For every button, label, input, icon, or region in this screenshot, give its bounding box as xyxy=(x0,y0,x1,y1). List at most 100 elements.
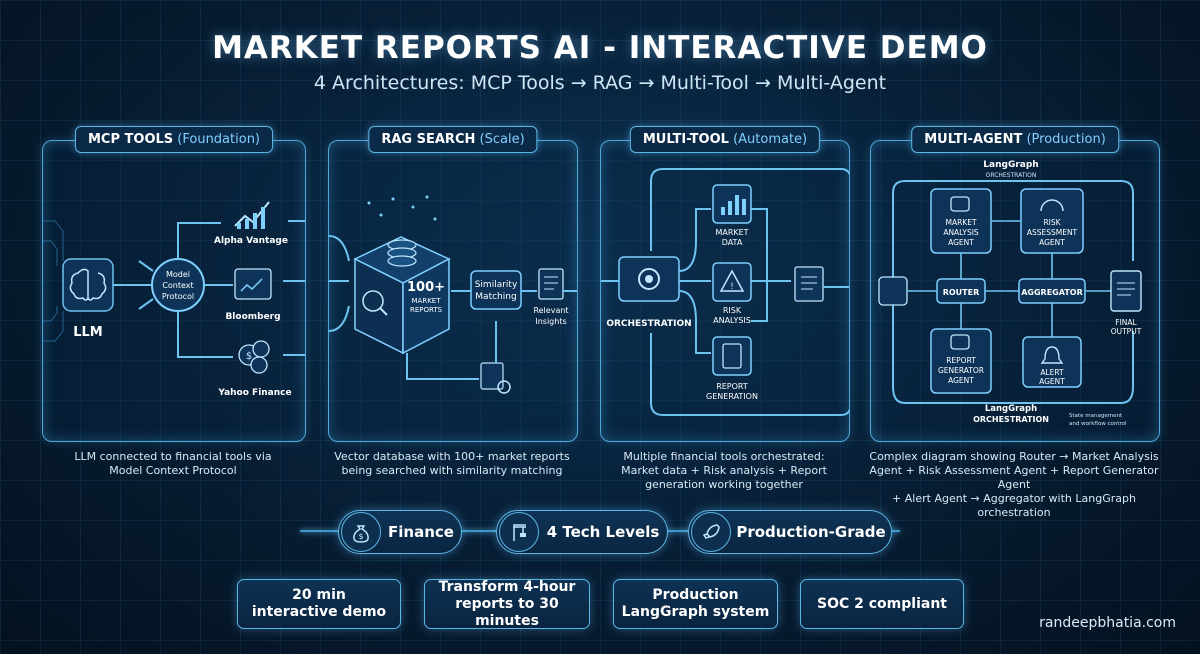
market-agent-1: MARKET xyxy=(945,218,976,227)
svg-text:!: ! xyxy=(730,282,734,292)
rocket-icon xyxy=(691,512,731,552)
report-doc-icon xyxy=(722,343,742,369)
pill-production-grade: Production-Grade xyxy=(688,510,892,554)
stat-line: interactive demo xyxy=(251,604,387,620)
coins-icon: $ xyxy=(238,340,270,374)
magnifier-icon xyxy=(362,290,384,312)
svg-text:$: $ xyxy=(358,532,363,541)
rag-diagram: 100+ MARKET REPORTS Similarity Matching … xyxy=(328,195,577,394)
report-agent-2: GENERATOR xyxy=(938,366,984,375)
panel-tag: (Scale) xyxy=(479,132,525,147)
stat-line: SOC 2 compliant xyxy=(817,595,947,612)
stat-line: LangGraph system xyxy=(621,604,770,620)
money-bag-icon: $ xyxy=(341,512,381,552)
risk-agent-1: RISK xyxy=(1043,218,1061,227)
desc-line: Vector database with 100+ market reports xyxy=(334,450,570,463)
panel-multi-agent: MULTI-AGENT (Production) LangGraph ORCHE… xyxy=(870,126,1160,442)
stat-line: 20 min xyxy=(292,587,346,603)
final-output-doc-icon xyxy=(1110,270,1142,312)
report-gen-box xyxy=(712,336,752,376)
market-data-label-2: DATA xyxy=(722,238,743,247)
out-label-1: Relevant xyxy=(533,306,568,315)
panel-title-mcp: MCP TOOLS (Foundation) xyxy=(74,126,274,153)
hub-label-1: Model xyxy=(166,270,190,279)
desc-line: Multiple financial tools orchestrated: xyxy=(623,450,825,463)
state-note-2: and workflow control xyxy=(1069,421,1127,427)
report-label-1: REPORT xyxy=(716,382,748,391)
svg-text:$: $ xyxy=(246,351,252,362)
stat-line: reports to 30 minutes xyxy=(455,595,559,629)
panel-tag: (Production) xyxy=(1026,132,1106,147)
desc-line: Complex diagram showing Router → Market … xyxy=(869,450,1159,463)
state-note-1: State management xyxy=(1069,413,1123,419)
output-doc-icon xyxy=(794,266,824,302)
scatter-dots xyxy=(367,195,437,221)
panel-title-multitool: MULTI-TOOL (Automate) xyxy=(629,126,821,153)
alert-agent-1: ALERT xyxy=(1040,368,1064,377)
cube-label-3: REPORTS xyxy=(410,306,443,314)
lg-top-sub: ORCHESTRATION xyxy=(986,172,1037,179)
panel-title-rag: RAG SEARCH (Scale) xyxy=(368,126,538,153)
final-label-2: OUTPUT xyxy=(1111,327,1142,336)
robot-icon xyxy=(950,334,970,350)
market-data-label-1: MARKET xyxy=(715,228,748,237)
robot-icon xyxy=(950,196,970,212)
risk-label-2: ANALYSIS xyxy=(713,316,751,325)
report-label-2: GENERATION xyxy=(706,392,758,401)
desc-line: Agent + Risk Assessment Agent + Report G… xyxy=(869,464,1159,491)
report-agent-3: AGENT xyxy=(948,376,974,385)
out-label-2: Insights xyxy=(535,317,566,326)
alert-agent-box xyxy=(1022,336,1082,388)
search-doc-icon xyxy=(480,362,504,390)
mcp-out-arrows xyxy=(283,220,305,356)
desc-line: Market data + Risk analysis + Report xyxy=(621,464,827,477)
desc-line: Model Context Protocol xyxy=(109,464,237,477)
panel-name: RAG SEARCH xyxy=(381,132,476,147)
pill-finance: $ Finance xyxy=(338,510,462,554)
desc-line: + Alert Agent → Aggregator with LangGrap… xyxy=(892,492,1136,519)
tool-bloomberg: Bloomberg xyxy=(225,312,280,322)
multiagent-diagram: LangGraph ORCHESTRATION MARKET ANALYSIS … xyxy=(878,160,1142,427)
bottom-loop xyxy=(892,291,1134,404)
database-cube xyxy=(353,236,451,355)
mcp-diagram: LLM Model Context Protocol Alpha Vantage… xyxy=(43,201,305,398)
similarity-box xyxy=(470,270,522,310)
input-doc-icon xyxy=(878,276,908,306)
rag-in-lines xyxy=(328,235,350,332)
pill-label: Finance xyxy=(388,523,454,541)
desc-mcp: LLM connected to financial tools via Mod… xyxy=(42,450,304,478)
pill-label: 4 Tech Levels xyxy=(546,523,660,541)
gear-icon xyxy=(638,268,660,290)
hub-label-3: Protocol xyxy=(162,292,194,301)
desc-line: LLM connected to financial tools via xyxy=(74,450,272,463)
desc-line: generation working together xyxy=(645,478,803,491)
stat-line: Production xyxy=(652,587,739,603)
panel-mcp-tools: MCP TOOLS (Foundation) LLM Model Context… xyxy=(42,126,306,442)
pill-label: Production-Grade xyxy=(736,523,886,541)
tool-yahoo-finance: Yahoo Finance xyxy=(217,388,291,398)
panel-tag: (Foundation) xyxy=(177,132,261,147)
market-agent-3: AGENT xyxy=(948,238,974,247)
desc-line: being searched with similarity matching xyxy=(341,464,563,477)
hub-links xyxy=(138,222,233,358)
panel-name: MULTI-AGENT xyxy=(924,132,1023,147)
agent-links xyxy=(907,220,1111,337)
lg-top-label: LangGraph xyxy=(983,160,1038,170)
tool-alpha-vantage: Alpha Vantage xyxy=(214,236,288,246)
aggregator-label: AGGREGATOR xyxy=(1021,288,1083,297)
desc-rag: Vector database with 100+ market reports… xyxy=(322,450,582,478)
risk-agent-3: AGENT xyxy=(1039,238,1065,247)
panel-name: MCP TOOLS xyxy=(87,132,174,147)
lg-bottom-label-2: ORCHESTRATION xyxy=(973,415,1049,424)
gauge-icon xyxy=(1040,199,1064,212)
match-label-2: Matching xyxy=(475,292,516,302)
router-label: ROUTER xyxy=(943,288,980,297)
page-subtitle: 4 Architectures: MCP Tools → RAG → Multi… xyxy=(313,72,887,94)
database-stack-icon xyxy=(387,239,417,267)
lg-bottom-label-1: LangGraph xyxy=(985,404,1037,414)
orch-label: ORCHESTRATION xyxy=(606,319,691,329)
circuit-lines xyxy=(43,220,64,342)
panel-multi-tool: MULTI-TOOL (Automate) ORCHESTRATION MARK… xyxy=(600,126,852,442)
terminal-icon xyxy=(234,268,272,300)
